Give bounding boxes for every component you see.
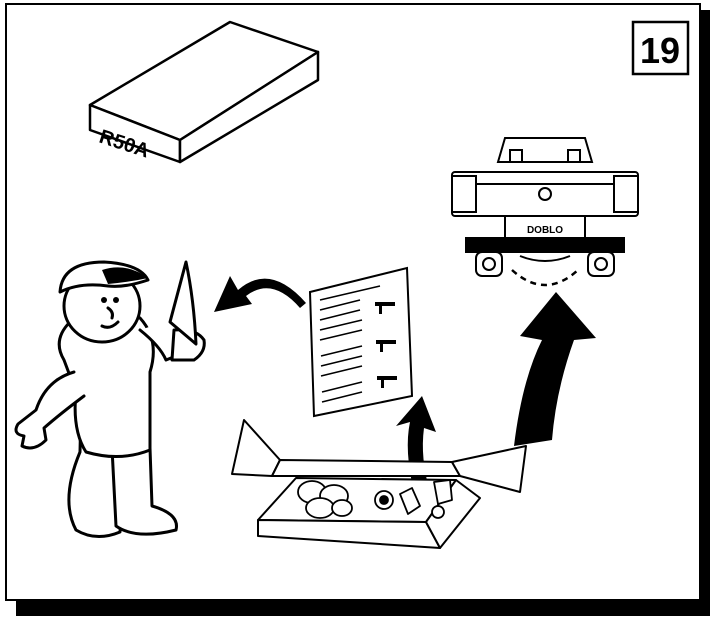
step-number-badge: 19 — [631, 20, 690, 76]
instruction-sheet-icon — [308, 266, 414, 418]
vehicle-rear-icon: DOBLO — [451, 137, 639, 287]
step-number: 19 — [640, 30, 680, 71]
vehicle-badge: DOBLO — [527, 225, 563, 236]
kit-box-icon: R50A — [88, 20, 320, 164]
arrow-to-vehicle — [514, 292, 596, 446]
arrow-to-mechanic — [214, 276, 306, 312]
parts-box-icon — [231, 419, 527, 549]
arrow-to-sheet — [396, 396, 436, 492]
mechanic-figure — [14, 260, 206, 538]
